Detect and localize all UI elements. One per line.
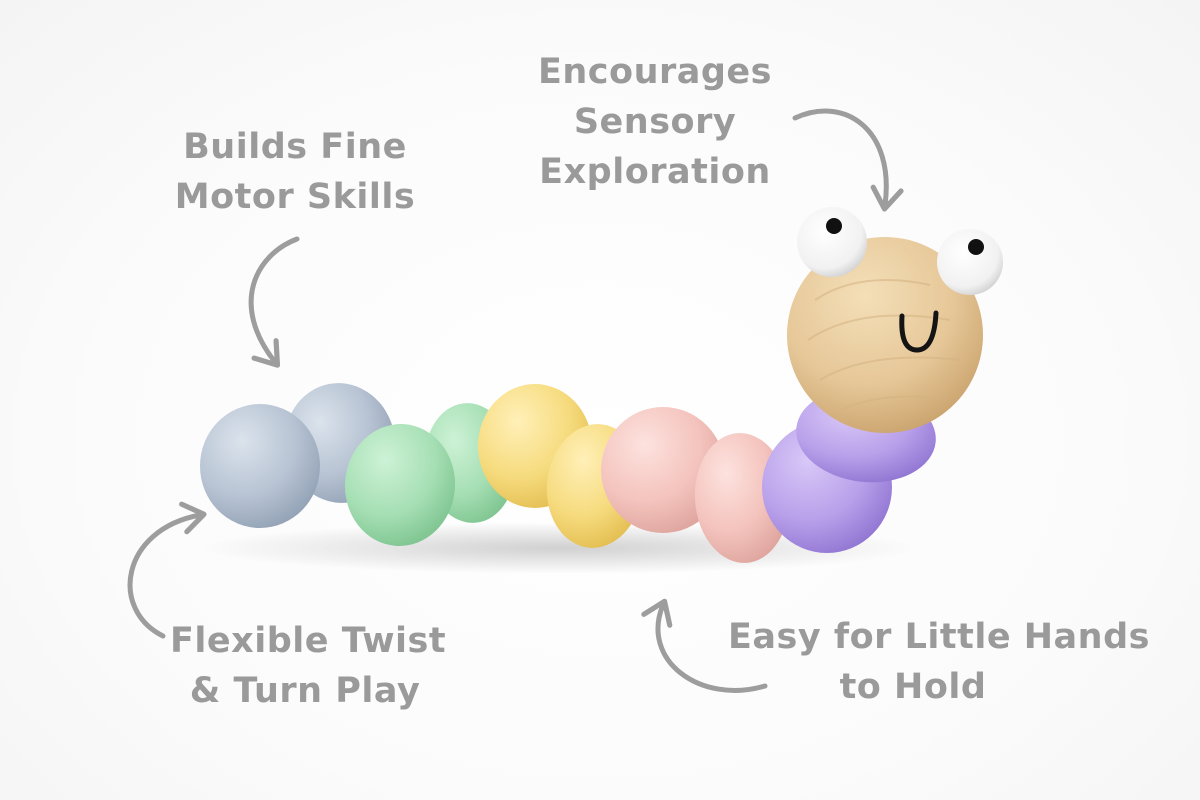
wooden-head [787,237,983,433]
left-pupil [826,218,842,234]
callout-fine-motor-skills: Builds Fine Motor Skills [170,122,420,222]
callout-line: to Hold [839,667,987,707]
segment-green-front [344,424,456,546]
callout-line: & Turn Play [189,671,421,711]
curved-arrow-icon [641,598,768,693]
callout-line: Flexible Twist [170,621,447,661]
callout-line: Easy for Little Hands [728,617,1150,657]
callout-little-hands: Easy for Little Hands to Hold [728,612,1150,712]
callout-line: Sensory [573,102,737,142]
callout-sensory-exploration: Encourages Sensory Exploration [535,47,775,197]
curved-arrow-icon [127,501,207,639]
callout-line: Exploration [539,152,771,192]
callout-line: Motor Skills [174,177,416,217]
right-eye [937,229,1003,295]
curved-arrow-icon [248,236,300,368]
curved-arrow-icon [792,108,904,212]
callout-line: Encourages [537,52,773,92]
callout-twist-turn-play: Flexible Twist & Turn Play [170,616,447,716]
right-pupil [968,239,984,255]
caterpillar-head [787,207,1003,433]
left-eye [797,207,867,277]
segment-pink-back [601,407,725,533]
smile [899,310,939,353]
wood-grain [807,279,961,411]
segment-blue-front [200,404,320,528]
callout-line: Builds Fine [183,127,407,167]
